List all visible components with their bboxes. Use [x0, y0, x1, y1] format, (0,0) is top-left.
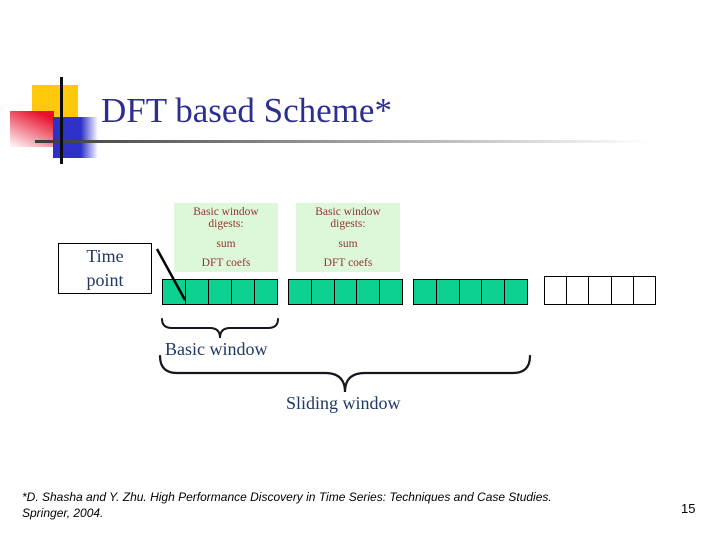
basic-window-label: Basic window: [165, 339, 268, 359]
logo-vertical-line: [60, 77, 63, 164]
digest-cell-filled: [458, 280, 482, 304]
slide-title: DFT based Scheme*: [101, 91, 392, 130]
digest-cell-empty: [632, 277, 655, 304]
digest-cell-filled: [289, 280, 311, 304]
digest-dft-coefs-label: DFT coefs: [201, 256, 251, 269]
digest-cell-filled: [481, 280, 505, 304]
digest-sum-label: sum: [338, 237, 358, 250]
basic-window-digests-box-2: Basic window digests: sum DFT coefs: [296, 203, 400, 272]
cell-group-basic-window-1: [162, 279, 278, 305]
digest-cell-filled: [208, 280, 231, 304]
digest-cell-filled: [310, 280, 334, 304]
digest-dft-coefs-label: DFT coefs: [323, 256, 373, 269]
cell-group-basic-window-2: [288, 279, 403, 305]
page-number: 15: [681, 501, 696, 516]
digest-cell-filled: [504, 280, 527, 304]
digest-cell-filled: [356, 280, 380, 304]
digest-cell-filled: [231, 280, 254, 304]
time-point-box: Time point: [58, 243, 152, 294]
footnote-citation: *D. Shasha and Y. Zhu. High Performance …: [22, 490, 552, 521]
digest-heading: Basic window digests:: [193, 206, 259, 231]
digest-cell-empty: [610, 277, 633, 304]
basic-window-digests-box-1: Basic window digests: sum DFT coefs: [174, 203, 278, 272]
sliding-window-label: Sliding window: [286, 393, 401, 413]
digest-sum-label: sum: [216, 237, 236, 250]
digest-cell-filled: [254, 280, 277, 304]
time-point-leader-line: [155, 248, 187, 301]
digest-cell-empty: [545, 277, 566, 304]
cell-group-basic-window-3: [413, 279, 528, 305]
digest-cell-filled: [333, 280, 357, 304]
digest-cell-empty: [566, 277, 588, 304]
digest-cell-filled: [185, 280, 208, 304]
cell-group-future-window: [544, 276, 656, 305]
digest-cell-empty: [588, 277, 610, 304]
digest-cell-filled: [414, 280, 436, 304]
digest-cell-filled: [163, 280, 185, 304]
digest-heading: Basic window digests:: [315, 206, 381, 231]
digest-cell-filled: [435, 280, 459, 304]
digest-cell-filled: [379, 280, 402, 304]
basic-window-brace: [161, 318, 279, 339]
sliding-window-brace: [158, 354, 532, 393]
title-underline-rule: [35, 140, 668, 143]
